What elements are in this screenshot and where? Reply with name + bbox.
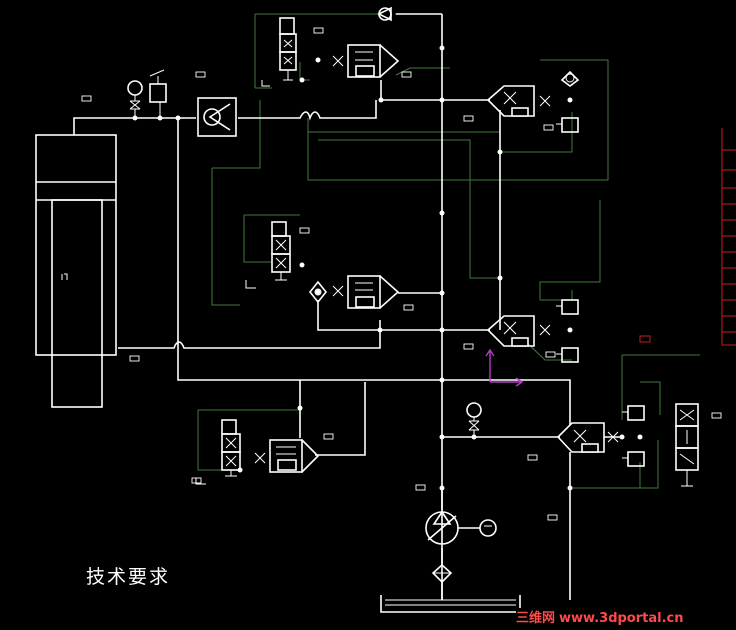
cartridge-valve-2 (347, 275, 400, 309)
filter (431, 563, 453, 584)
cartridge-valve-6 (556, 422, 605, 453)
pressure-switch (149, 69, 167, 118)
title-block-fragment (639, 128, 736, 346)
pilot-lines (197, 13, 700, 489)
directional-valve-right (675, 403, 699, 487)
hydraulic-cylinder (35, 134, 117, 408)
ucs-icon (485, 348, 524, 387)
main-pipelines (73, 13, 622, 613)
pressure-gauge-pump (466, 402, 482, 437)
cartridge-valve-3 (269, 439, 320, 473)
solenoid-valve-middle (245, 221, 291, 289)
technical-requirements-title: 技术要求 (86, 566, 171, 588)
solenoid-valve-bottom (195, 419, 241, 485)
check-valve-top (377, 6, 392, 22)
pilot-relief-valve-top-right (556, 70, 580, 133)
hydraulic-pump (425, 510, 497, 545)
label-tags (81, 27, 722, 521)
pilot-relief-valves-right (556, 299, 645, 467)
cartridge-valve-4 (486, 85, 535, 117)
pilot-check-valve-main (197, 97, 237, 137)
junction-dots (132, 45, 643, 491)
pressure-gauge-top (127, 80, 143, 118)
cartridge-valve-1 (347, 44, 400, 78)
throttle-valves (254, 55, 619, 464)
watermark-chinese: 三维网 (516, 611, 556, 626)
cartridge-valve-5 (486, 315, 535, 347)
watermark-url: www.3dportal.cn (559, 611, 684, 626)
solenoid-valve-top (261, 17, 297, 87)
shuttle-valve-middle (308, 280, 328, 304)
